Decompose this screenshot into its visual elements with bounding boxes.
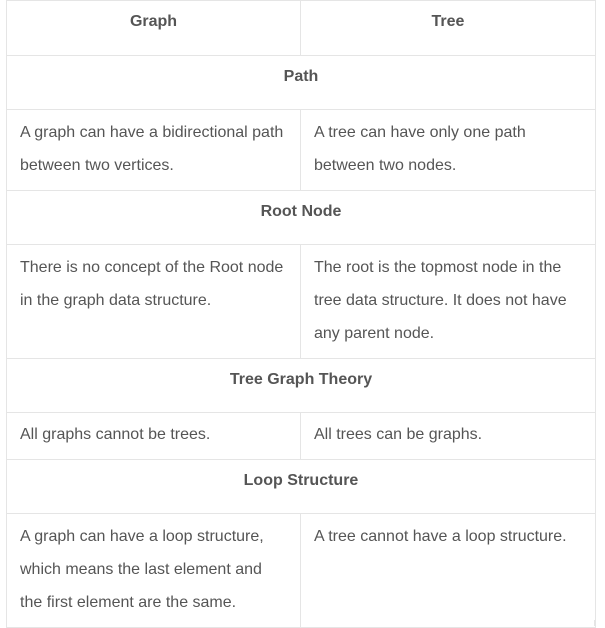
- tree-cell-root-node: The root is the topmost node in the tree…: [300, 244, 596, 359]
- graph-cell-root-node: There is no concept of the Root node in …: [6, 244, 301, 359]
- column-header-tree: Tree: [300, 0, 596, 56]
- section-title-loop-structure: Loop Structure: [6, 459, 596, 514]
- column-header-graph: Graph: [6, 0, 301, 56]
- section-title-tree-graph-theory: Tree Graph Theory: [6, 358, 596, 413]
- table-header-row: Graph Tree: [6, 0, 596, 56]
- graph-cell-loop-structure: A graph can have a loop structure, which…: [6, 513, 301, 628]
- section-row-path: Path: [6, 55, 596, 110]
- section-title-root-node: Root Node: [6, 190, 596, 245]
- graph-cell-tree-graph-theory: All graphs cannot be trees.: [6, 412, 301, 460]
- graph-cell-path: A graph can have a bidirectional path be…: [6, 109, 301, 191]
- tree-cell-path: A tree can have only one path between tw…: [300, 109, 596, 191]
- graph-vs-tree-table: Graph Tree Path A graph can have a bidir…: [6, 0, 596, 628]
- table-row: All graphs cannot be trees. All trees ca…: [6, 412, 596, 460]
- tree-cell-loop-structure: A tree cannot have a loop structure.: [300, 513, 596, 628]
- table-row: A graph can have a loop structure, which…: [6, 513, 596, 628]
- section-row-tree-graph-theory: Tree Graph Theory: [6, 358, 596, 413]
- table-row: There is no concept of the Root node in …: [6, 244, 596, 359]
- table-row: A graph can have a bidirectional path be…: [6, 109, 596, 191]
- section-row-root-node: Root Node: [6, 190, 596, 245]
- section-row-loop-structure: Loop Structure: [6, 459, 596, 514]
- table-continuation-border: [6, 620, 595, 626]
- tree-cell-tree-graph-theory: All trees can be graphs.: [300, 412, 596, 460]
- section-title-path: Path: [6, 55, 596, 110]
